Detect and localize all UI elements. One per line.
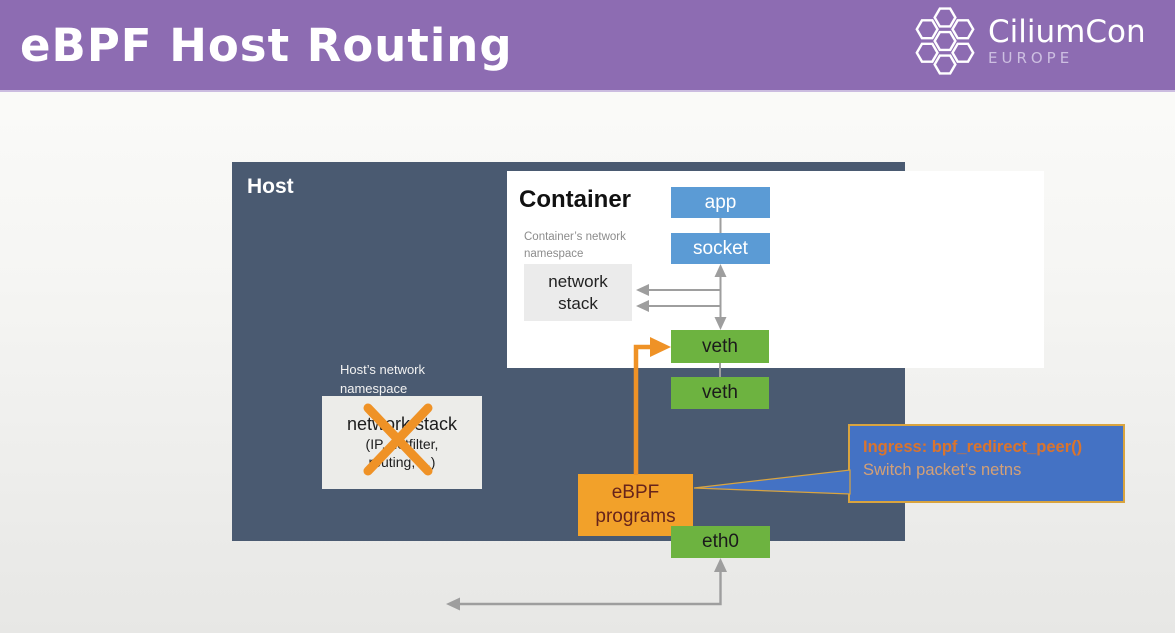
host-network-stack-title: network stack (346, 413, 458, 434)
callout-subtitle: Switch packet’s netns (863, 461, 1022, 480)
page-title: eBPF Host Routing (20, 18, 513, 72)
eth0-box: eth0 (671, 526, 770, 558)
host-veth-box: veth (671, 377, 769, 409)
container-box: Container Container’s network namespace … (507, 171, 1044, 368)
brand-logo: CiliumCon EUROPE (914, 5, 1146, 77)
host-network-stack-box: network stack (IP, netfilter, routing, .… (322, 396, 482, 489)
callout-title: Ingress: bpf_redirect_peer() (863, 438, 1083, 456)
host-namespace-label: Host’s network namespace (340, 362, 426, 396)
logo-brand-name: CiliumCon (988, 13, 1146, 50)
header-bar: eBPF Host Routing CiliumCon EUROPE (0, 0, 1175, 92)
container-veth-box: veth (671, 330, 769, 363)
cilium-honeycomb-icon (914, 5, 976, 77)
logo-subtitle: EUROPE (988, 49, 1074, 68)
host-box: Host Host’s network namespace network st… (232, 162, 1044, 541)
ingress-callout: Ingress: bpf_redirect_peer() Switch pack… (848, 424, 1125, 503)
arrow-eth0-external (446, 558, 727, 611)
logo-text: CiliumCon EUROPE (988, 15, 1146, 67)
app-box: app (671, 187, 770, 218)
ebpf-programs-box: eBPF programs (578, 474, 693, 536)
socket-box: socket (671, 233, 770, 264)
host-label: Host (247, 175, 294, 198)
container-namespace-label: Container’s network namespace (524, 231, 626, 260)
container-title: Container (519, 186, 632, 213)
container-network-stack-box: network stack (524, 264, 632, 321)
